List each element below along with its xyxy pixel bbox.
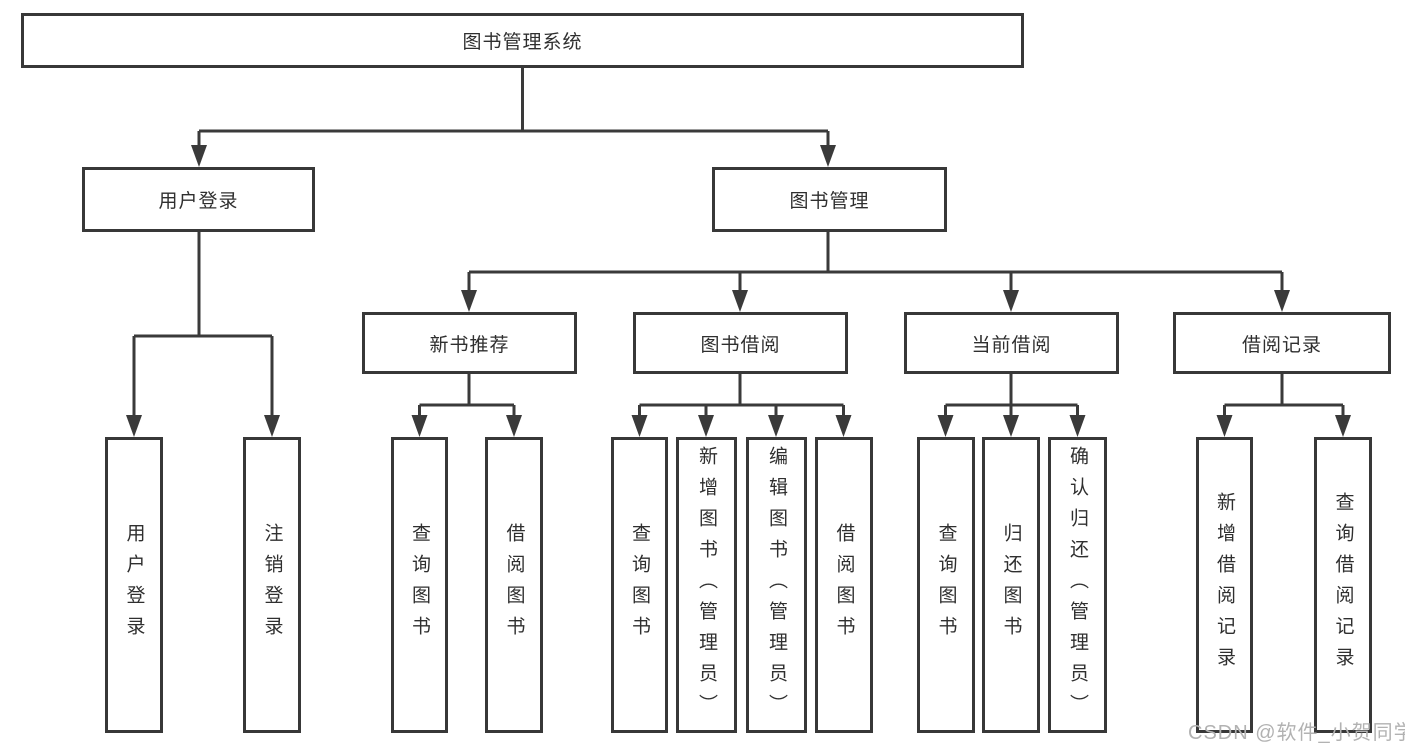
node-current-borrow-label: 当前借阅 (971, 334, 1052, 356)
leaf-query-book-2-label: 查询图书 (629, 523, 650, 647)
leaf-user-login-label: 用户登录 (123, 523, 145, 647)
leaf-query-book-1: 查询图书 (391, 437, 448, 733)
leaf-user-login: 用户登录 (105, 437, 163, 733)
leaf-return-book-label: 归还图书 (1000, 523, 1022, 647)
leaf-borrow-book-1: 借阅图书 (485, 437, 543, 733)
leaf-return-book: 归还图书 (982, 437, 1040, 733)
node-borrow-record: 借阅记录 (1173, 312, 1391, 374)
node-current-borrow: 当前借阅 (904, 312, 1119, 374)
node-new-book-recommend-label: 新书推荐 (429, 334, 510, 356)
leaf-logout-label: 注销登录 (261, 523, 283, 647)
node-new-book-recommend: 新书推荐 (362, 312, 577, 374)
leaf-borrow-book-2-label: 借阅图书 (833, 523, 855, 647)
node-book-management-label: 图书管理 (789, 191, 870, 212)
leaf-add-borrow-record: 新增借阅记录 (1196, 437, 1253, 733)
node-root-label: 图书管理系统 (462, 32, 583, 53)
node-book-management: 图书管理 (712, 167, 947, 232)
leaf-borrow-book-2: 借阅图书 (815, 437, 873, 733)
leaf-query-book-3: 查询图书 (917, 437, 975, 733)
leaf-query-book-2: 查询图书 (611, 437, 668, 733)
watermark: CSDN @软件_小贺同学 (1188, 722, 1405, 744)
leaf-query-book-3-label: 查询图书 (935, 523, 957, 647)
node-root: 图书管理系统 (21, 13, 1024, 68)
node-book-borrow: 图书借阅 (633, 312, 848, 374)
leaf-edit-book-admin-label: 编辑图书（管理员） (766, 445, 787, 725)
leaf-query-book-1-label: 查询图书 (409, 523, 430, 647)
node-book-borrow-label: 图书借阅 (700, 334, 781, 356)
leaf-query-borrow-record-label: 查询借阅记录 (1332, 492, 1354, 678)
leaf-confirm-return-admin-label: 确认归还（管理员） (1067, 445, 1088, 725)
node-borrow-record-label: 借阅记录 (1241, 334, 1322, 356)
leaf-add-borrow-record-label: 新增借阅记录 (1214, 492, 1235, 678)
leaf-add-book-admin-label: 新增图书（管理员） (696, 445, 717, 725)
node-user-login-label: 用户登录 (158, 191, 239, 212)
leaf-borrow-book-1-label: 借阅图书 (503, 523, 525, 647)
leaf-edit-book-admin: 编辑图书（管理员） (746, 437, 807, 733)
leaf-confirm-return-admin: 确认归还（管理员） (1048, 437, 1107, 733)
leaf-logout: 注销登录 (243, 437, 301, 733)
node-user-login: 用户登录 (82, 167, 315, 232)
leaf-query-borrow-record: 查询借阅记录 (1314, 437, 1372, 733)
leaf-add-book-admin: 新增图书（管理员） (676, 437, 737, 733)
